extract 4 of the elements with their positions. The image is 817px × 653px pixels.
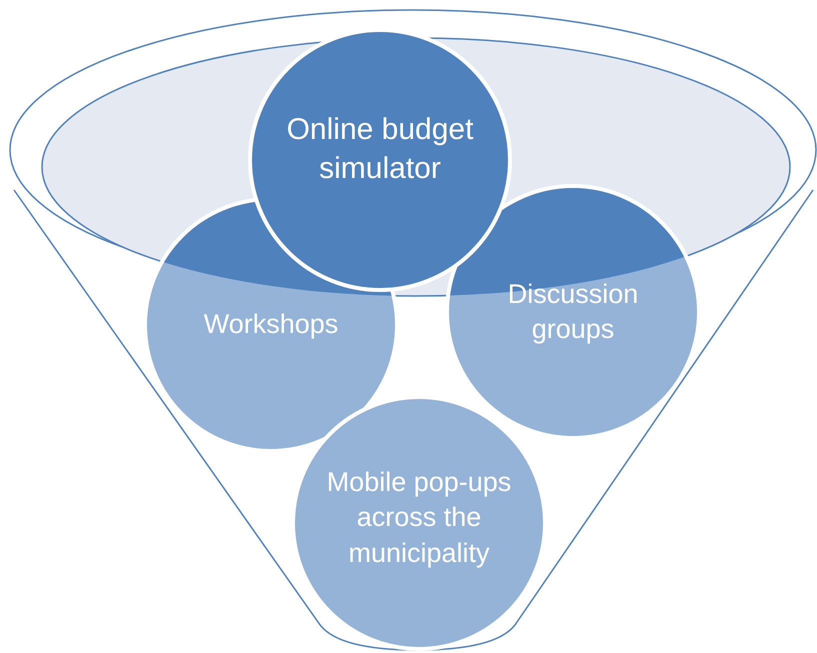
circle-label: Mobile pop-ups across the municipality: [326, 466, 512, 570]
circle-label: Discussion groups: [506, 278, 640, 346]
circle-label: Workshops: [202, 308, 340, 342]
circle-label: Online budget simulator: [286, 112, 474, 187]
